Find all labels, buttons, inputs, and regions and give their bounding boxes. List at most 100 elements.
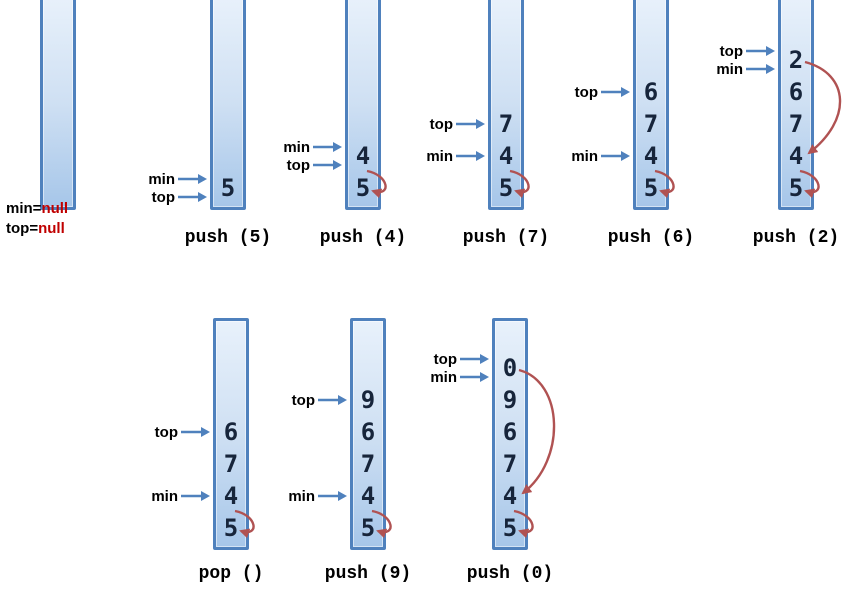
top-pointer-label: top	[433, 350, 457, 368]
min-pointer: min	[268, 486, 348, 506]
operation-label: push (2)	[752, 228, 840, 248]
min-pointer-label: min	[148, 170, 175, 188]
operation-label: push (7)	[462, 228, 550, 248]
top-pointer: top	[696, 41, 776, 61]
stack-rectangle	[492, 318, 528, 550]
stack-item: 7	[223, 450, 239, 478]
stack-item: 5	[355, 174, 371, 202]
pointer-arrow-icon	[460, 372, 489, 382]
stack-rectangle	[345, 0, 381, 210]
top-null-label: top=	[6, 220, 39, 237]
operation-label: push (4)	[319, 228, 407, 248]
min-pointer: min	[263, 137, 343, 157]
pointer-arrow-icon	[456, 151, 485, 161]
min-pointer-label: min	[426, 147, 453, 165]
stack-item: 6	[502, 418, 518, 446]
empty-stack-rectangle	[40, 0, 76, 210]
top-null-value: null	[38, 220, 65, 237]
min-pointer-label: min	[430, 368, 457, 386]
stack-item: 6	[643, 78, 659, 106]
min-pointer-label: min	[716, 60, 743, 78]
min-pointer-label: min	[288, 487, 315, 505]
stack-item: 5	[498, 174, 514, 202]
stack-item: 4	[643, 142, 659, 170]
min-null-line: min=null	[6, 199, 68, 219]
stack-item: 6	[223, 418, 239, 446]
top-pointer-label: top	[429, 115, 453, 133]
stack-item: 4	[502, 482, 518, 510]
pointer-arrow-icon	[178, 192, 207, 202]
min-pointer: min	[410, 367, 490, 387]
stack-item: 5	[360, 514, 376, 542]
operation-label: push (6)	[607, 228, 695, 248]
stack-item: 9	[360, 386, 376, 414]
min-pointer: min	[696, 59, 776, 79]
min-chain-arrows	[799, 60, 842, 199]
pointer-arrow-icon	[746, 64, 775, 74]
pointer-arrow-icon	[601, 151, 630, 161]
min-pointer: min	[131, 486, 211, 506]
top-pointer-label: top	[154, 423, 178, 441]
pointer-arrow-icon	[601, 87, 630, 97]
pointer-arrow-icon	[746, 46, 775, 56]
min-pointer: min	[406, 146, 486, 166]
top-pointer: top	[128, 187, 208, 207]
pointer-arrow-icon	[313, 160, 342, 170]
stack-rectangle	[350, 318, 386, 550]
top-pointer: top	[131, 422, 211, 442]
stack-rectangle	[778, 0, 814, 210]
stack-item: 4	[360, 482, 376, 510]
pointer-arrow-icon	[318, 491, 347, 501]
stack-item: 7	[502, 450, 518, 478]
top-null-line: top=null	[6, 219, 68, 239]
min-chain-arrows	[513, 368, 556, 539]
stack-item: 2	[788, 46, 804, 74]
stack-rectangle	[633, 0, 669, 210]
min-pointer: min	[551, 146, 631, 166]
min-pointer-label: min	[571, 147, 598, 165]
pointer-arrow-icon	[181, 491, 210, 501]
operation-label: push (5)	[184, 228, 272, 248]
min-pointer-label: min	[151, 487, 178, 505]
min-null-value: null	[41, 200, 69, 217]
pointer-arrow-icon	[460, 354, 489, 364]
pointer-arrow-icon	[178, 174, 207, 184]
top-pointer-label: top	[574, 83, 598, 101]
top-pointer-label: top	[719, 42, 743, 60]
stack-item: 4	[498, 142, 514, 170]
stack-item: 5	[220, 174, 236, 202]
stack-item: 6	[360, 418, 376, 446]
pointer-arrow-icon	[181, 427, 210, 437]
stack-item: 9	[502, 386, 518, 414]
pointer-arrow-icon	[318, 395, 347, 405]
min-null-label: min=	[6, 200, 42, 217]
stack-rectangle	[488, 0, 524, 210]
top-pointer-label: top	[291, 391, 315, 409]
pointer-arrow-icon	[313, 142, 342, 152]
stack-item: 5	[502, 514, 518, 542]
top-pointer-label: top	[151, 188, 175, 206]
top-pointer-label: top	[286, 156, 310, 174]
min-pointer-label: min	[283, 138, 310, 156]
top-pointer: top	[410, 349, 490, 369]
min-chain-arrows	[371, 509, 392, 539]
operation-label: push (9)	[324, 564, 412, 584]
stack-item: 5	[788, 174, 804, 202]
null-state-text: min=null top=null	[6, 199, 68, 239]
stack-item: 4	[788, 142, 804, 170]
stack-item: 7	[498, 110, 514, 138]
stack-item: 7	[643, 110, 659, 138]
stack-rectangle	[213, 318, 249, 550]
stack-item: 7	[788, 110, 804, 138]
min-chain-arrows	[234, 509, 255, 539]
stack-item: 6	[788, 78, 804, 106]
top-pointer: top	[263, 155, 343, 175]
stack-item: 4	[223, 482, 239, 510]
stack-item: 5	[643, 174, 659, 202]
top-pointer: top	[268, 390, 348, 410]
stack-item: 4	[355, 142, 371, 170]
stack-rectangle	[210, 0, 246, 210]
min-chain-arrows	[366, 169, 387, 199]
